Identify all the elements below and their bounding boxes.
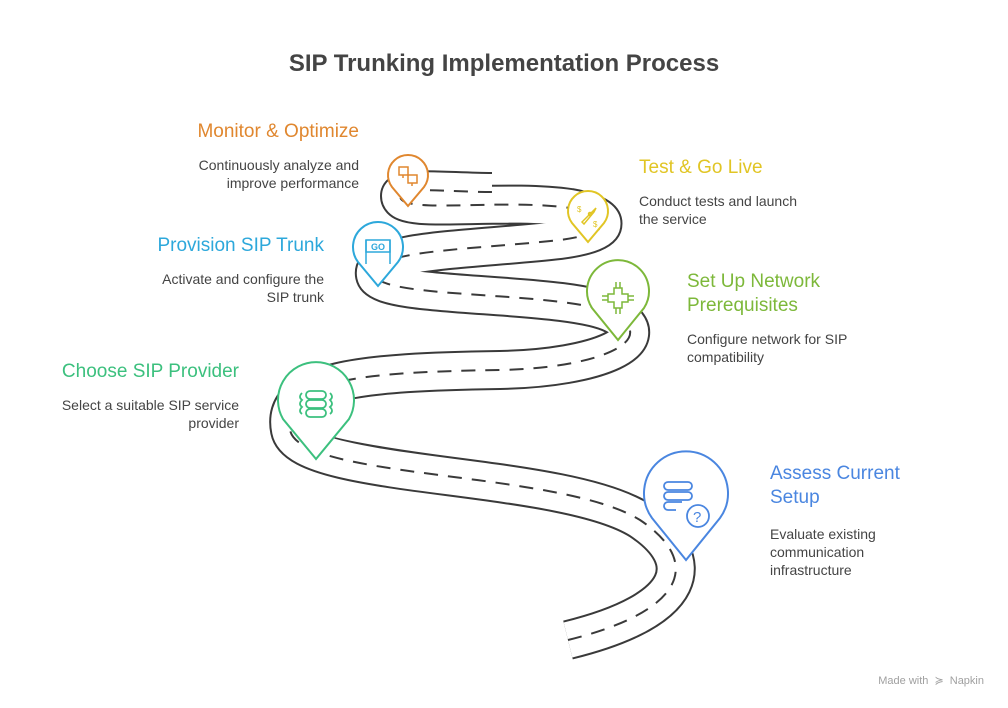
network-chip-icon [602,282,634,314]
pin-provider [277,361,355,461]
step-title-test: Test & Go Live [639,157,763,178]
page-title: SIP Trunking Implementation Process [288,50,720,77]
go-sign-icon: GO [365,239,391,264]
svg-text:?: ? [693,509,701,526]
step-title-monitor: Monitor & Optimize [197,121,359,142]
step-title-provision: Provision SIP Trunk [157,235,324,256]
server-stack-icon [299,390,333,418]
svg-text:$: $ [593,220,598,229]
napkin-logo-icon: ≽ [934,675,944,687]
svg-text:$: $ [577,205,582,214]
pin-monitor [387,154,429,208]
pin-network [586,259,650,342]
pin-provision: GO [352,221,404,288]
pin-test: $ $ [567,190,609,244]
step-title-provider: Choose SIP Provider [61,361,239,382]
footer-attribution: Made with ≽ Napkin [878,675,984,687]
rocket-dollar-icon: $ $ [577,205,598,229]
svg-text:GO: GO [371,242,385,252]
server-question-icon: ? [663,481,710,528]
pin-assess: ? [643,450,729,562]
ab-test-monitors-icon [398,166,418,186]
